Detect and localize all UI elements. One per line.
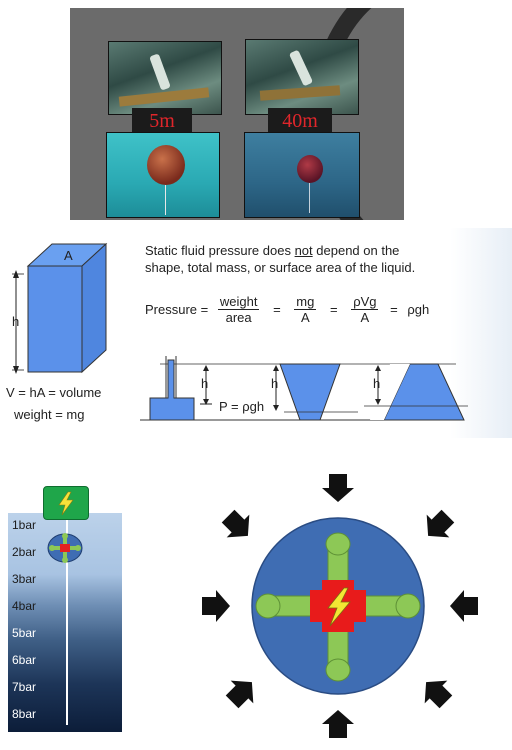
container-height-2: h xyxy=(271,376,279,391)
lightning-bolt-icon xyxy=(58,491,74,516)
right-depth-label: 40m xyxy=(268,108,332,134)
frac-den: area xyxy=(225,310,252,325)
statement-line-1: Static fluid pressure does not depend on… xyxy=(145,243,399,258)
fraction-rhovg-a: ρVg A xyxy=(351,294,379,325)
column-height-label: h xyxy=(12,314,20,329)
column-diagram xyxy=(12,242,108,374)
statement-line-2: shape, total mass, or surface area of th… xyxy=(145,260,416,275)
right-camera-view xyxy=(245,39,359,115)
balloon-string xyxy=(165,185,166,215)
rho-g-h: ρgh xyxy=(407,302,430,317)
bottle xyxy=(288,49,314,87)
frac-num: weight xyxy=(217,294,260,310)
balloon xyxy=(297,155,323,183)
left-camera-view xyxy=(108,41,222,115)
balloon xyxy=(147,145,185,185)
gauge-level-2bar: 2bar xyxy=(12,545,37,559)
gauge-line xyxy=(66,513,68,725)
gauge-level-6bar: 6bar xyxy=(12,653,37,667)
container-height-3: h xyxy=(373,376,381,391)
left-depth-label: 5m xyxy=(132,108,192,134)
equals-sign: = xyxy=(329,302,338,317)
apparatus-bar xyxy=(259,85,341,101)
photo-panel: 5m 40m xyxy=(70,8,404,220)
small-balloon-icon xyxy=(47,533,83,563)
fraction-mg-a: mg A xyxy=(294,294,317,325)
power-box xyxy=(43,486,89,520)
volume-label: V = hA = volume xyxy=(6,385,102,400)
column-area-label: A xyxy=(64,248,73,263)
statement-not: not xyxy=(294,243,313,258)
frac-den: A xyxy=(300,310,310,325)
bottle xyxy=(149,53,171,91)
gauge-level-1bar: 1bar xyxy=(12,518,37,532)
frac-num: mg xyxy=(294,294,317,310)
fraction-weight-area: weight area xyxy=(217,294,260,325)
weight-label: weight = mg xyxy=(14,407,85,422)
gauge-level-8bar: 8bar xyxy=(12,707,37,721)
gauge-level-3bar: 3bar xyxy=(12,572,37,586)
frac-num: ρVg xyxy=(351,294,379,310)
container-height-1: h xyxy=(201,376,209,391)
balloon-string xyxy=(309,183,310,213)
apparatus-bar xyxy=(118,87,210,107)
gauge-level-4bar: 4bar xyxy=(12,599,37,613)
frac-den: A xyxy=(360,310,370,325)
containers-diagram xyxy=(140,356,468,421)
pressure-formula: Pressure = weight area = mg A = ρVg A = … xyxy=(145,294,429,325)
equals-sign: = xyxy=(273,302,281,317)
right-balloon-view xyxy=(244,132,360,218)
statement-text: Static fluid pressure does xyxy=(145,243,295,258)
gauge-level-5bar: 5bar xyxy=(12,626,37,640)
left-balloon-view xyxy=(106,132,220,218)
statement-text-2: depend on the xyxy=(312,243,400,258)
pressure-word: Pressure = xyxy=(145,302,209,317)
pressure-sphere-diagram xyxy=(202,474,478,738)
equals-sign: = xyxy=(390,302,398,317)
gauge-level-7bar: 7bar xyxy=(12,680,37,694)
pressure-equation: P = ρgh xyxy=(219,399,265,414)
